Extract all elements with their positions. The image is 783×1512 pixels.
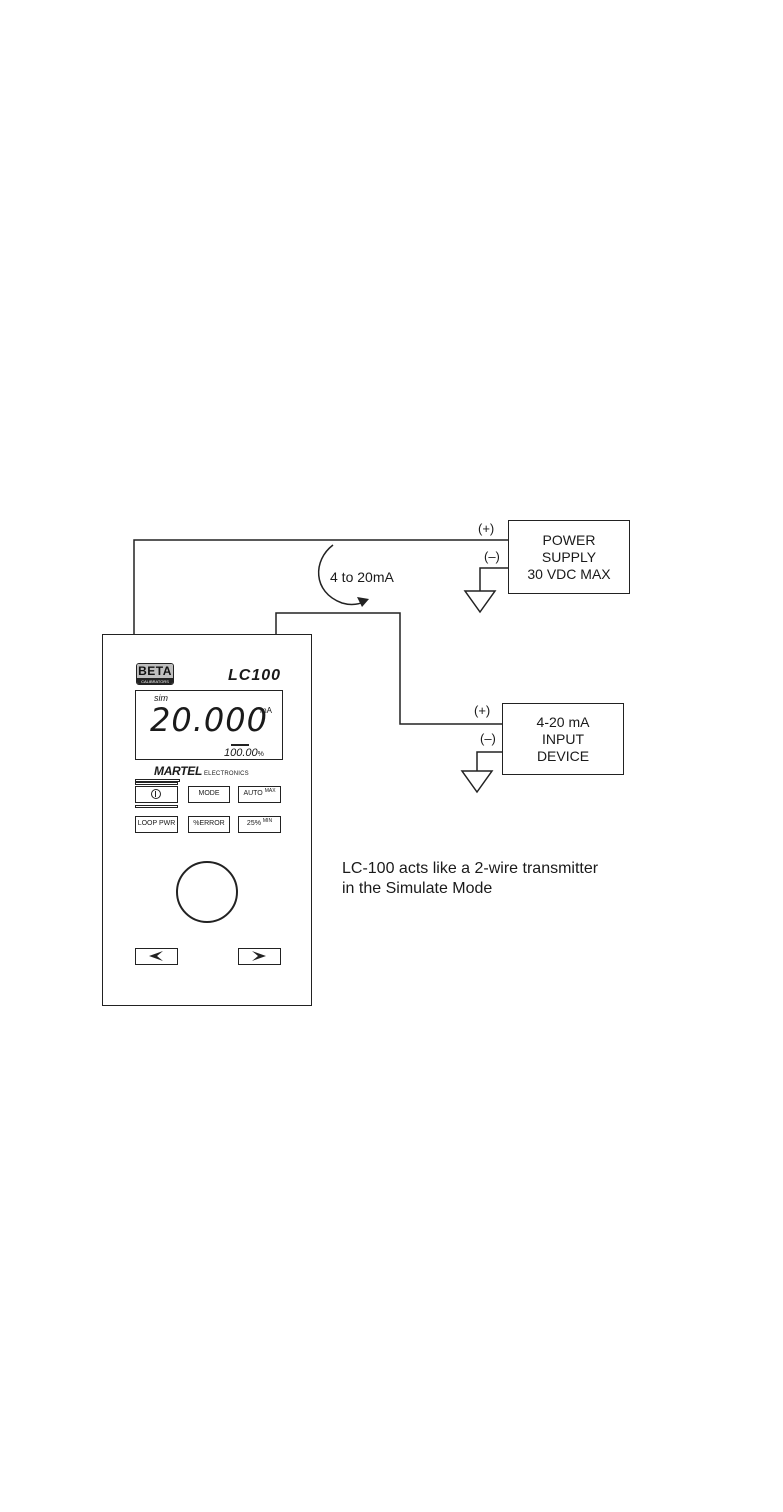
wire-input-negative <box>477 752 502 771</box>
power-supply-line-2: SUPPLY <box>542 549 596 566</box>
power-button[interactable] <box>135 786 178 803</box>
display-percent-value: 100.00 <box>224 747 258 759</box>
auto-max-button[interactable]: AUTO MAX <box>238 786 281 803</box>
caption-line-2: in the Simulate Mode <box>342 880 492 898</box>
max-label: MAX <box>265 788 276 794</box>
wire-power-positive <box>134 540 508 634</box>
lc100-calibrator: BETA CALIBRATORS LC100 sim 20.000 mA 100… <box>102 634 312 1006</box>
right-arrow-button[interactable] <box>238 948 281 965</box>
display-percent: 100.00% <box>224 747 264 759</box>
min-label: MIN <box>263 818 272 824</box>
cursor-underline <box>231 744 249 746</box>
model-label: LC100 <box>228 667 281 685</box>
power-supply-line-3: 30 VDC MAX <box>527 566 610 583</box>
power-supply-plus-label: (+) <box>478 521 494 536</box>
display-percent-sign: % <box>258 751 264 758</box>
power-icon <box>151 789 161 799</box>
brand-sub: ELECTRONICS <box>204 771 249 777</box>
power-button-rule-bottom <box>135 805 178 808</box>
display-reading: 20.000 <box>150 701 268 739</box>
logo-bottom-text: CALIBRATORS <box>137 678 173 685</box>
ground-symbol-input <box>462 771 492 792</box>
left-arrow-icon <box>136 949 176 963</box>
pct25-label: 25% <box>247 820 261 827</box>
min-25-button[interactable]: 25% MIN <box>238 816 281 833</box>
loop-power-button[interactable]: LOOP PWR <box>135 816 178 833</box>
beta-calibrators-logo: BETA CALIBRATORS <box>136 663 174 685</box>
wire-power-negative <box>480 568 508 591</box>
current-label: 4 to 20mA <box>330 569 394 585</box>
input-device-line-3: DEVICE <box>537 748 589 765</box>
auto-label: AUTO <box>243 790 262 797</box>
left-arrow-button[interactable] <box>135 948 178 965</box>
power-supply-minus-label: (–) <box>484 549 500 564</box>
power-supply-line-1: POWER <box>543 532 596 549</box>
logo-top-text: BETA <box>137 664 173 678</box>
input-device-box: 4-20 mA INPUT DEVICE <box>502 703 624 775</box>
input-device-minus-label: (–) <box>480 731 496 746</box>
display-unit: mA <box>260 706 272 715</box>
power-supply-box: POWER SUPPLY 30 VDC MAX <box>508 520 630 594</box>
right-arrow-icon <box>239 949 279 963</box>
adjust-knob[interactable] <box>176 861 238 923</box>
percent-error-button[interactable]: %ERROR <box>188 816 230 833</box>
caption-line-1: LC-100 acts like a 2-wire transmitter <box>342 860 598 878</box>
brand-name: MARTEL <box>154 764 202 778</box>
lcd-display: sim 20.000 mA 100.00% <box>135 690 283 760</box>
ground-symbol-power <box>465 591 495 612</box>
input-device-plus-label: (+) <box>474 703 490 718</box>
input-device-line-2: INPUT <box>542 731 584 748</box>
power-button-rule-top <box>135 782 178 785</box>
input-device-line-1: 4-20 mA <box>537 714 590 731</box>
current-flow-arrowhead <box>357 597 369 607</box>
mode-button[interactable]: MODE <box>188 786 230 803</box>
